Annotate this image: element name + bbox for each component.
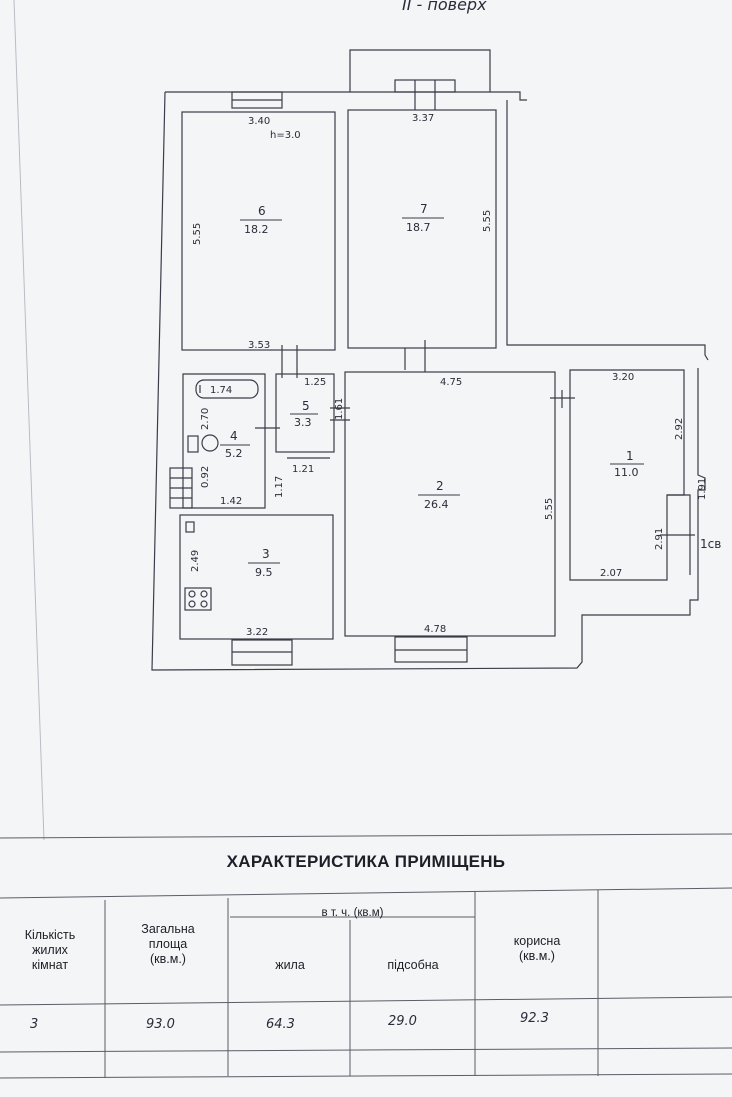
value-auxiliary-area: 29.0	[388, 1014, 417, 1029]
plan-walls	[151, 49, 709, 671]
header-total-area: Загальна площа (кв.м.)	[108, 922, 228, 967]
sheet-edge-line	[13, 0, 45, 840]
dim-1-17: 1.17	[274, 476, 285, 498]
dim-1-42: 1.42	[220, 496, 242, 507]
dim-2-07: 2.07	[600, 568, 622, 579]
balcony-mark: 1св	[700, 537, 721, 551]
room-7-number: 7	[420, 202, 428, 216]
header-living-rooms-count: Кількість жилих кімнат	[0, 928, 100, 973]
room-7-area: 18.7	[406, 221, 431, 234]
room-3-number: 3	[262, 547, 270, 561]
dim-1-61: 1.61	[334, 398, 345, 420]
dim-3-40: 3.40	[248, 116, 270, 127]
room-1-area: 11.0	[614, 466, 639, 479]
dim-3-22: 3.22	[246, 627, 268, 638]
room-2-area: 26.4	[424, 498, 449, 511]
dim-1-25: 1.25	[304, 377, 326, 388]
dim-1-91: 1.91	[697, 478, 708, 500]
dimension-labels: 3.40 h=3.0 3.37 5.55 5.55 3.53 1.25 4.75…	[190, 113, 721, 638]
ceiling-height: h=3.0	[270, 130, 301, 141]
dim-5-55-right: 5.55	[544, 498, 555, 520]
room-3-area: 9.5	[255, 566, 273, 579]
dim-2-91: 2.91	[654, 528, 665, 550]
room-6-number: 6	[258, 204, 266, 218]
room-4-number: 4	[230, 429, 238, 443]
header-useful-area-text: корисна (кв.м.)	[513, 934, 561, 963]
room-6-area: 18.2	[244, 223, 269, 236]
value-useful-area: 92.3	[520, 1011, 549, 1026]
value-living-area: 64.3	[266, 1017, 295, 1032]
dim-3-20: 3.20	[612, 372, 634, 383]
table-title: ХАРАКТЕРИСТИКА ПРИМІЩЕНЬ	[226, 852, 506, 871]
dim-2-70: 2.70	[200, 408, 211, 430]
value-rooms-count: 3	[30, 1017, 39, 1032]
dim-4-78: 4.78	[424, 624, 446, 635]
header-total-area-text: Загальна площа (кв.м.)	[141, 922, 195, 966]
table-grid	[0, 833, 732, 1079]
floor-header-text: ІІ - поверх	[402, 0, 487, 14]
header-useful-area: корисна (кв.м.)	[477, 934, 597, 964]
dim-4-75: 4.75	[440, 377, 462, 388]
room-1-number: 1	[626, 449, 634, 463]
header-living-area: жила	[275, 958, 305, 972]
header-living-rooms-count-text: Кількість жилих кімнат	[24, 928, 76, 972]
dim-3-53: 3.53	[248, 340, 270, 351]
room-5-area: 3.3	[294, 416, 312, 429]
dim-3-37: 3.37	[412, 113, 434, 124]
dim-1-21: 1.21	[292, 464, 314, 475]
value-total-area: 93.0	[146, 1017, 175, 1032]
dim-5-55-left: 5.55	[192, 223, 203, 245]
room-labels: 6 18.2 7 18.7 5 3.3 4 5.2 3 9.5 2 26.4 1…	[220, 202, 644, 579]
floor-plan: ІІ - поверх	[13, 0, 721, 840]
dim-2-92: 2.92	[674, 418, 685, 440]
room-5-number: 5	[302, 399, 310, 413]
room-4-area: 5.2	[225, 447, 243, 460]
room-2-number: 2	[436, 479, 444, 493]
dim-1-74: 1.74	[210, 385, 232, 396]
header-auxiliary-area: підсобна	[387, 958, 439, 972]
header-including: в т. ч. (кв.м)	[321, 907, 384, 919]
dim-2-49: 2.49	[190, 550, 201, 572]
dim-5-55-mid: 5.55	[482, 210, 493, 232]
dim-0-92: 0.92	[200, 466, 211, 488]
